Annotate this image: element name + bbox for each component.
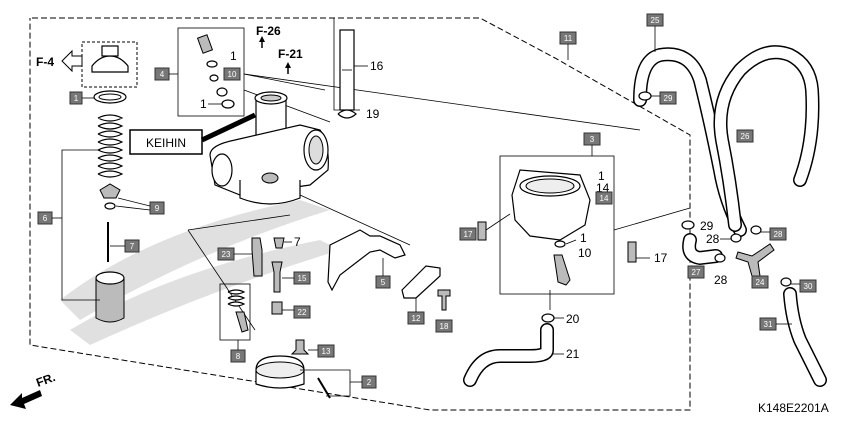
main-jet-holder	[251, 237, 263, 277]
label-16: 16	[370, 59, 384, 73]
arrow-up-icon-2	[285, 62, 291, 68]
keihin-label-box	[129, 129, 203, 155]
callout-24: 24	[756, 278, 765, 287]
pilot-screw-group	[177, 27, 245, 117]
callout-26: 26	[741, 132, 750, 141]
callout-6: 6	[43, 214, 48, 223]
float-chamber-cap	[81, 41, 138, 88]
ref-f26: F-26	[256, 24, 281, 38]
callout-27: 27	[692, 268, 701, 277]
float	[255, 355, 331, 399]
label-28b: 28	[714, 273, 728, 287]
float-chamber	[511, 169, 591, 241]
callout-2: 2	[367, 378, 372, 387]
drain-screw	[553, 254, 571, 286]
callout-box-10	[223, 67, 241, 81]
callout-box-22	[293, 305, 311, 319]
callout-12: 12	[412, 314, 421, 323]
callout-box-29	[659, 91, 677, 105]
needle-clip	[99, 183, 121, 199]
callout-10a: 10	[228, 70, 237, 79]
hose-clip	[541, 313, 555, 323]
front-direction-icon	[10, 390, 42, 409]
callout-box-13	[317, 344, 335, 358]
air-screw-group	[219, 283, 251, 341]
callout-7: 7	[130, 242, 135, 251]
callout-box-30	[799, 279, 817, 293]
callout-9: 9	[155, 204, 160, 213]
callout-box-26	[736, 129, 754, 143]
callout-23: 23	[222, 250, 231, 259]
label-29: 29	[700, 219, 714, 233]
slow-jet	[271, 261, 283, 293]
screw-left	[477, 221, 487, 241]
label-20: 20	[566, 312, 580, 326]
callout-31: 31	[764, 320, 773, 329]
air-screw	[227, 289, 249, 333]
figure-code: K148E2201A	[758, 401, 829, 415]
callout-14: 14	[600, 194, 609, 203]
callout-17: 17	[464, 230, 473, 239]
callout-13: 13	[322, 347, 331, 356]
label-10: 10	[578, 246, 592, 260]
label-21: 21	[566, 347, 580, 361]
needle-jet	[271, 301, 283, 315]
callout-box-25	[646, 13, 664, 27]
clip-29	[638, 91, 652, 101]
assembly-frame	[29, 17, 691, 411]
pivot-bolt	[437, 289, 451, 311]
keihin-brand: KEIHIN	[146, 136, 186, 150]
arrow-left-icon	[61, 49, 83, 73]
callout-25: 25	[651, 16, 660, 25]
throttle-valve	[95, 271, 125, 323]
screw-right	[627, 241, 637, 263]
callout-28: 28	[774, 230, 783, 239]
float-valve	[290, 339, 310, 355]
label-1a: 1	[230, 49, 237, 63]
callout-29: 29	[664, 94, 673, 103]
callout-30: 30	[804, 282, 813, 291]
label-1b: 1	[200, 97, 207, 111]
callout-5: 5	[381, 278, 386, 287]
pilot-screw	[196, 34, 214, 54]
callout-22: 22	[298, 308, 307, 317]
callout-box-9	[149, 201, 165, 215]
callout-18: 18	[440, 322, 449, 331]
label-17: 17	[654, 251, 668, 265]
callout-11: 11	[564, 34, 573, 43]
ref-f21: F-21	[278, 47, 303, 61]
callout-4: 4	[160, 70, 165, 79]
callout-15: 15	[298, 274, 307, 283]
callout-3: 3	[590, 135, 595, 144]
carburetor-body	[209, 91, 329, 205]
arrow-up-icon	[259, 36, 265, 42]
callout-box-28	[769, 227, 787, 241]
ref-f4: F-4	[36, 55, 54, 69]
throttle-lever	[327, 229, 406, 292]
label-19: 19	[366, 107, 380, 121]
label-28a: 28	[706, 232, 720, 246]
label-1c: 1	[598, 169, 605, 183]
float-chamber-group	[499, 155, 615, 295]
main-jet	[273, 237, 285, 249]
callout-8: 8	[236, 352, 241, 361]
front-label: FR.	[34, 370, 57, 390]
callout-box-17	[459, 227, 477, 241]
callout-box-24	[751, 275, 769, 289]
callout-box-27	[687, 265, 705, 279]
three-way-joint	[735, 243, 775, 277]
label-7: 7	[294, 235, 301, 249]
link-plate	[401, 265, 441, 299]
callout-box-14	[595, 191, 613, 205]
tube-clip	[337, 109, 357, 119]
label-1d: 1	[580, 231, 587, 245]
callout-1: 1	[74, 94, 79, 103]
throttle-spring	[97, 114, 124, 178]
callout-box-18	[435, 319, 453, 333]
